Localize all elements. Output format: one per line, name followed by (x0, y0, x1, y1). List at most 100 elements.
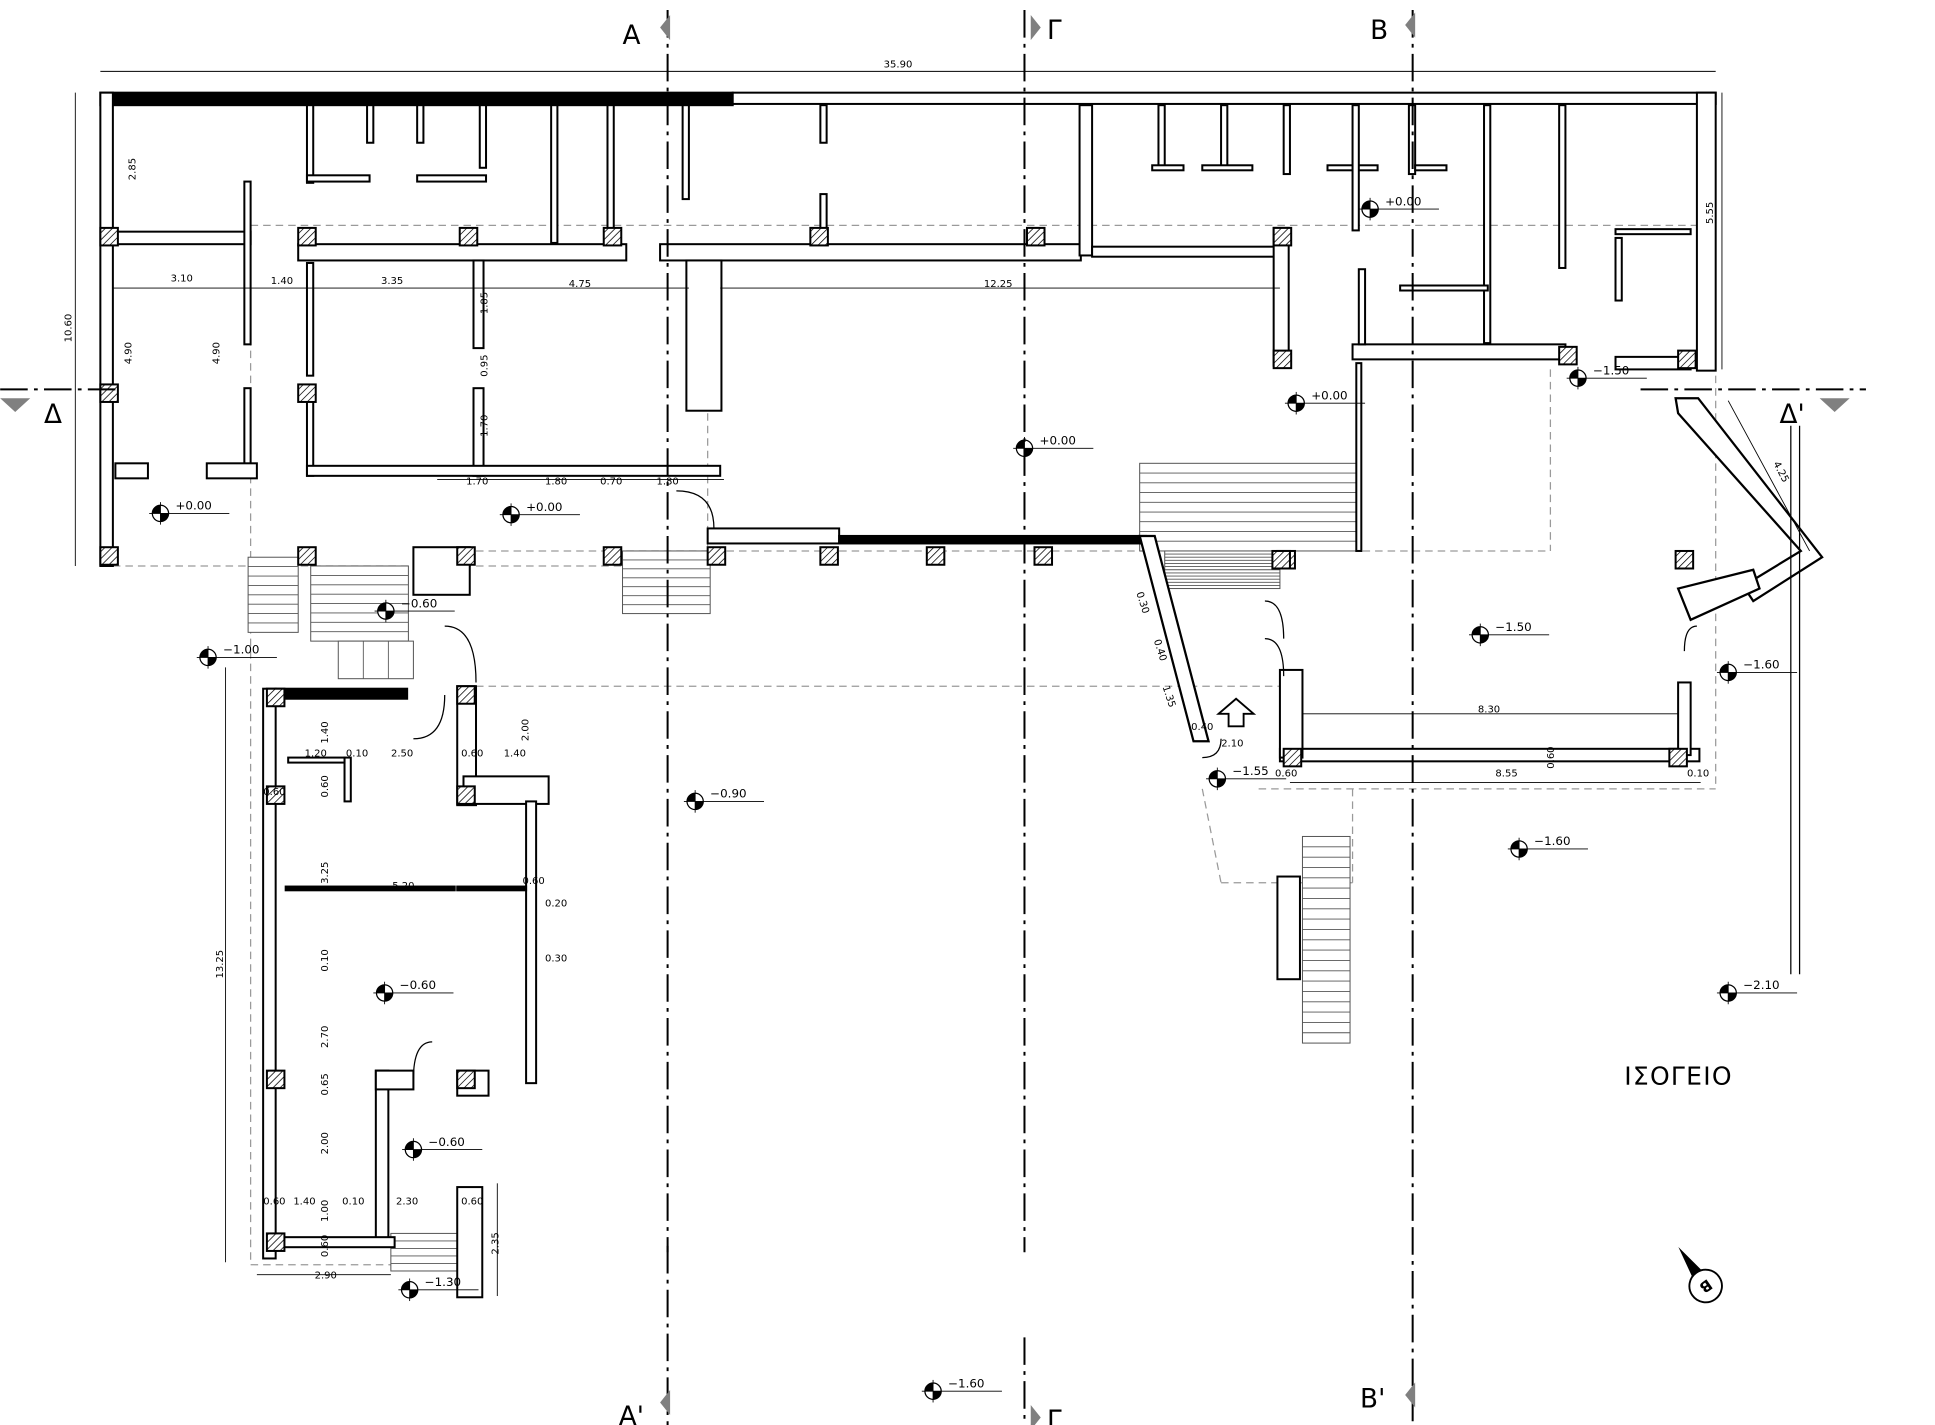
dimension-label: 4.90 (124, 342, 135, 364)
dimension-label: 1.70 (466, 477, 488, 488)
wall (1399, 284, 1489, 292)
stair-flight (390, 1232, 461, 1272)
column (265, 687, 286, 708)
section-marker: Α' (619, 1245, 671, 1425)
section-arrow-icon (660, 1389, 671, 1415)
column (297, 546, 317, 566)
dimension-label: 1.80 (545, 477, 567, 488)
column (1558, 345, 1578, 366)
wall (731, 91, 1717, 105)
wall (274, 1236, 396, 1249)
level-marks: +0.00+0.00+0.00+0.00+0.00−1.50−1.50−1.60… (149, 194, 1798, 1403)
column (99, 546, 119, 566)
section-arrow-icon (1030, 15, 1041, 41)
level-mark: −1.50 (1469, 620, 1550, 647)
column (706, 546, 727, 566)
dimension-label: 1.70 (479, 415, 490, 437)
wall (838, 534, 1147, 545)
level-mark: −2.10 (1716, 978, 1798, 1005)
column (1272, 349, 1293, 370)
north-arrow-circle (1688, 1268, 1723, 1304)
wall (478, 104, 488, 169)
wall (243, 180, 252, 346)
level-mark: −1.30 (398, 1275, 479, 1302)
wall (274, 687, 409, 700)
level-mark: −0.90 (683, 787, 765, 813)
wall (111, 230, 252, 246)
level-label: −1.55 (1232, 764, 1268, 778)
dimension-label: 4.90 (211, 342, 222, 364)
section-marker: Β' (1360, 1227, 1416, 1422)
wall (305, 464, 722, 477)
entrance-arrow-icon (1216, 697, 1257, 728)
structural-grid-dashed-lines (100, 224, 1717, 1266)
wall (412, 546, 471, 596)
column (265, 1069, 286, 1090)
slanted-wall (1138, 534, 1211, 743)
dimension-label: 1.85 (479, 292, 490, 314)
section-arrow-icon (0, 398, 31, 412)
door-swing (444, 625, 477, 683)
level-label: −0.60 (428, 1135, 464, 1149)
wall (1355, 362, 1363, 552)
level-mark: −1.50 (1566, 363, 1647, 390)
dimension-label: 8.55 (1495, 768, 1517, 779)
wall (659, 243, 1082, 262)
wall (1414, 164, 1448, 172)
section-label: Β' (1360, 1384, 1385, 1414)
wall (819, 104, 828, 144)
dimension-label: 2.10 (1221, 738, 1243, 749)
wall (472, 259, 485, 350)
door-swing (1683, 625, 1697, 652)
section-marker: Γ (1023, 10, 1062, 1253)
section-arrow-icon (660, 15, 671, 41)
wall (456, 885, 528, 892)
level-label: +0.00 (526, 500, 562, 514)
wall (1201, 164, 1254, 172)
stair-flight (1139, 462, 1360, 552)
wall (1278, 747, 1701, 763)
section-label: Α (623, 21, 641, 51)
section-marker: Β (1370, 10, 1416, 1228)
dimension-label: 1.40 (504, 748, 526, 759)
section-label: Γ (1047, 1406, 1062, 1425)
dimension-label: 12.25 (984, 279, 1013, 290)
dimension-label: 0.30 (1133, 590, 1150, 615)
dimension-label: 2.35 (491, 1232, 502, 1254)
dimension-label: 3.10 (171, 274, 193, 285)
dimension-label: 4.75 (569, 279, 591, 290)
dimension-label: 3.35 (381, 276, 403, 287)
dimension-label: 1.35 (1160, 684, 1177, 709)
wall (1357, 268, 1367, 346)
dimension-label: 0.60 (320, 1235, 331, 1257)
column (458, 226, 479, 247)
dimension-label: 0.40 (1151, 638, 1168, 663)
dimension-label: 0.95 (479, 355, 490, 377)
level-label: −1.50 (1495, 620, 1531, 634)
wall (1091, 245, 1281, 258)
column (602, 226, 623, 247)
level-label: +0.00 (1385, 194, 1421, 208)
dimension-label: 4.25 (1770, 460, 1790, 485)
level-mark: +0.00 (499, 500, 580, 526)
level-label: −1.60 (948, 1376, 984, 1390)
dimension-label: 1.40 (320, 721, 331, 743)
stair-flight (1301, 835, 1351, 1044)
level-label: +0.00 (175, 499, 211, 513)
section-label: Β (1370, 16, 1388, 46)
wall (456, 1186, 484, 1299)
dimension-label: 0.60 (461, 1197, 483, 1208)
dimension-label: 0.10 (346, 748, 368, 759)
level-label: −2.10 (1743, 978, 1779, 992)
wall (685, 259, 723, 412)
wall (374, 1069, 390, 1241)
section-arrow-icon (1819, 398, 1850, 412)
dimension-label: 35.90 (884, 60, 913, 71)
wall (416, 174, 488, 183)
wall (416, 104, 425, 144)
level-label: +0.00 (1040, 434, 1076, 448)
dimension-label: 2.00 (320, 1132, 331, 1154)
dimension-line (1727, 400, 1810, 552)
